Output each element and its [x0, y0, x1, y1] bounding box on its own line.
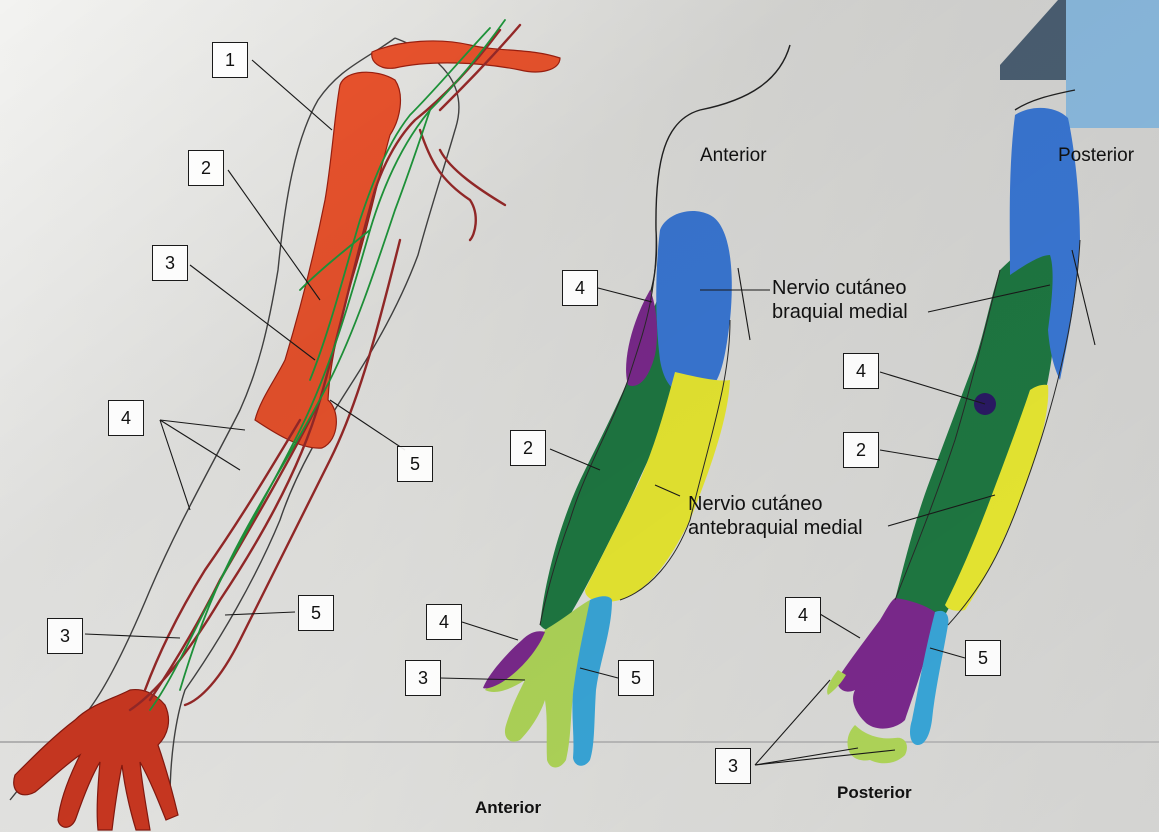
marker-4-anterior-arm: 4: [562, 270, 598, 306]
marker-5-posterior-hand: 5: [965, 640, 1001, 676]
marker-2: 2: [188, 150, 224, 186]
label-brachial-nerve-line1: Nervio cutáneo: [772, 277, 908, 301]
label-antebrachial-nerve-line2: antebraquial medial: [688, 517, 863, 541]
view-label-posterior: Posterior: [1058, 145, 1134, 167]
marker-3-posterior-hand: 3: [715, 748, 751, 784]
marker-4: 4: [108, 400, 144, 436]
caption-anterior: Anterior: [475, 798, 541, 818]
label-brachial-nerve: Nervio cutáneo braquial medial: [772, 277, 908, 324]
marker-2-anterior-forearm: 2: [510, 430, 546, 466]
marker-5-anterior-hand: 5: [618, 660, 654, 696]
marker-2-posterior-forearm: 2: [843, 432, 879, 468]
marker-3-forearm: 3: [47, 618, 83, 654]
marker-1: 1: [212, 42, 248, 78]
marker-4-posterior-hand: 4: [785, 597, 821, 633]
label-brachial-nerve-line2: braquial medial: [772, 301, 908, 325]
label-antebrachial-nerve: Nervio cutáneo antebraquial medial: [688, 493, 863, 540]
caption-posterior: Posterior: [837, 783, 912, 803]
marker-4-anterior-hand: 4: [426, 604, 462, 640]
marker-3-anterior-hand: 3: [405, 660, 441, 696]
marker-4-posterior-arm: 4: [843, 353, 879, 389]
marker-5-forearm: 5: [298, 595, 334, 631]
label-antebrachial-nerve-line1: Nervio cutáneo: [688, 493, 863, 517]
marker-5: 5: [397, 446, 433, 482]
marker-3: 3: [152, 245, 188, 281]
view-label-anterior: Anterior: [700, 145, 767, 167]
